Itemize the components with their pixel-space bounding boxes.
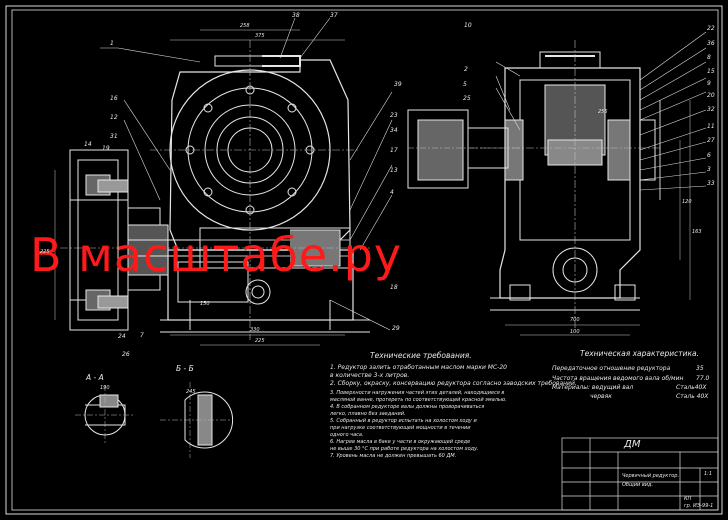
title-block-name: Червячный редуктор. (622, 473, 680, 479)
part-label: 20 (707, 92, 715, 99)
part-label: 3 (707, 166, 711, 173)
tech-requirement-line: масляной ванне, протереть по соответству… (330, 397, 507, 403)
part-label: 17 (390, 147, 398, 154)
dimension-value: 120 (682, 199, 692, 205)
dimension-value: 258 (240, 23, 250, 29)
tech-requirement-line: 3. Поверхности нагружения частей этих де… (330, 390, 505, 396)
dimension-value: 245 (186, 389, 196, 395)
dimension-value: 225 (40, 249, 50, 255)
section-label-b: Б - Б (176, 364, 194, 373)
tech-spec-label: Частота вращения ведомого вала об/мин (552, 375, 684, 382)
part-label: 7 (140, 332, 144, 339)
section-label-a: А - А (86, 373, 104, 382)
left-coupling (69, 149, 200, 331)
part-label: 18 (390, 284, 398, 291)
tech-requirement-line: 4. В собранном редукторе валы должны про… (330, 404, 485, 410)
tech-requirement-line: 7. Уровень масла не должен превышать 60 … (330, 453, 457, 459)
part-label: 31 (110, 133, 118, 140)
part-label: 10 (464, 22, 472, 29)
leader-lines (100, 17, 707, 331)
dimension-value: 255 (598, 109, 608, 115)
tech-spec-value: Сталь 40Х (676, 393, 709, 400)
part-label: 1 (110, 40, 114, 47)
tech-requirement-line: 1. Редуктор залить отработанным маслом м… (330, 364, 507, 371)
title-block-name: Общий вид. (622, 482, 654, 488)
part-label: 36 (707, 40, 715, 47)
tech-requirement-line: 6. Нагрев масла в баке у части в окружаю… (330, 439, 471, 445)
tech-requirement-line: не выше 30 °С при работе редуктора на хо… (330, 446, 479, 452)
title-block-sheet: КП (684, 496, 692, 502)
part-label: 5 (463, 81, 467, 88)
title-block (561, 437, 719, 511)
part-label: 24 (118, 333, 126, 340)
tech-requirement-line: одного часа. (330, 432, 364, 438)
title-block-scale: 1:1 (704, 471, 713, 477)
dimension-value: 375 (255, 33, 265, 39)
tech-spec-value: 35 (696, 365, 704, 372)
part-label: 2 (464, 66, 468, 73)
tech-requirement-line: 5. Собранный в редуктор испытать на холо… (330, 418, 477, 424)
dimension-value: 190 (100, 385, 110, 391)
tech-spec-value: 77.0 (696, 375, 710, 382)
part-label: 14 (84, 141, 92, 148)
part-label: 6 (707, 152, 711, 159)
tech-spec-label: Материалы: ведущий вал (552, 384, 634, 391)
part-label: 11 (707, 123, 715, 130)
tech-requirement-line: при нагрузке соответствующей мощности в … (330, 425, 471, 431)
sections (75, 382, 234, 458)
dimension-lines (54, 29, 691, 346)
part-label: 34 (390, 127, 398, 134)
part-label: 8 (707, 54, 711, 61)
part-label: 22 (707, 25, 715, 32)
dimension-value: 700 (570, 317, 580, 323)
part-label: 13 (390, 167, 398, 174)
tech-spec-label: червяк (590, 393, 612, 400)
part-label: 25 (463, 95, 471, 102)
part-label: 9 (707, 80, 711, 87)
inner-frame (11, 9, 719, 511)
watermark-text: В масштабе.ру (30, 228, 403, 282)
part-label: 33 (707, 180, 715, 187)
part-label: 4 (390, 189, 394, 196)
part-label: 29 (392, 325, 400, 332)
part-label: 37 (330, 12, 338, 19)
dimension-value: 225 (255, 338, 265, 344)
part-label: 23 (390, 112, 398, 119)
part-label: 26 (122, 351, 130, 358)
front-view (60, 40, 370, 340)
part-label: 38 (292, 12, 300, 19)
part-label: 27 (707, 137, 715, 144)
part-label: 19 (102, 145, 110, 152)
title-block-group: гр. ИЭ-99-1 (684, 503, 714, 509)
side-view (407, 40, 661, 330)
part-label: 16 (110, 95, 118, 102)
tech-requirement-line: в количестве 3-х литров. (330, 372, 410, 379)
dimension-value: 163 (692, 229, 702, 235)
part-label: 32 (707, 106, 715, 113)
tech-requirement-line: легко, плавно без заеданий. (330, 411, 406, 417)
dimension-value: 150 (200, 301, 210, 307)
tech-requirements-title: Технические требования. (370, 351, 472, 360)
part-label: 12 (110, 114, 118, 121)
tech-spec-value: Сталь40Х (676, 384, 707, 391)
dimension-value: 100 (570, 329, 580, 335)
dimension-value: 330 (250, 327, 260, 333)
part-label: 39 (394, 81, 402, 88)
part-label: 15 (707, 68, 715, 75)
tech-requirement-line: 2. Сборку, окраску, консервацию редуктор… (330, 380, 577, 387)
tech-spec-label: Передаточное отношение редуктора (552, 365, 671, 372)
tech-specs-title: Техническая характеристика. (580, 349, 700, 358)
title-block-code: ДМ (624, 439, 641, 450)
outer-frame (5, 5, 723, 515)
